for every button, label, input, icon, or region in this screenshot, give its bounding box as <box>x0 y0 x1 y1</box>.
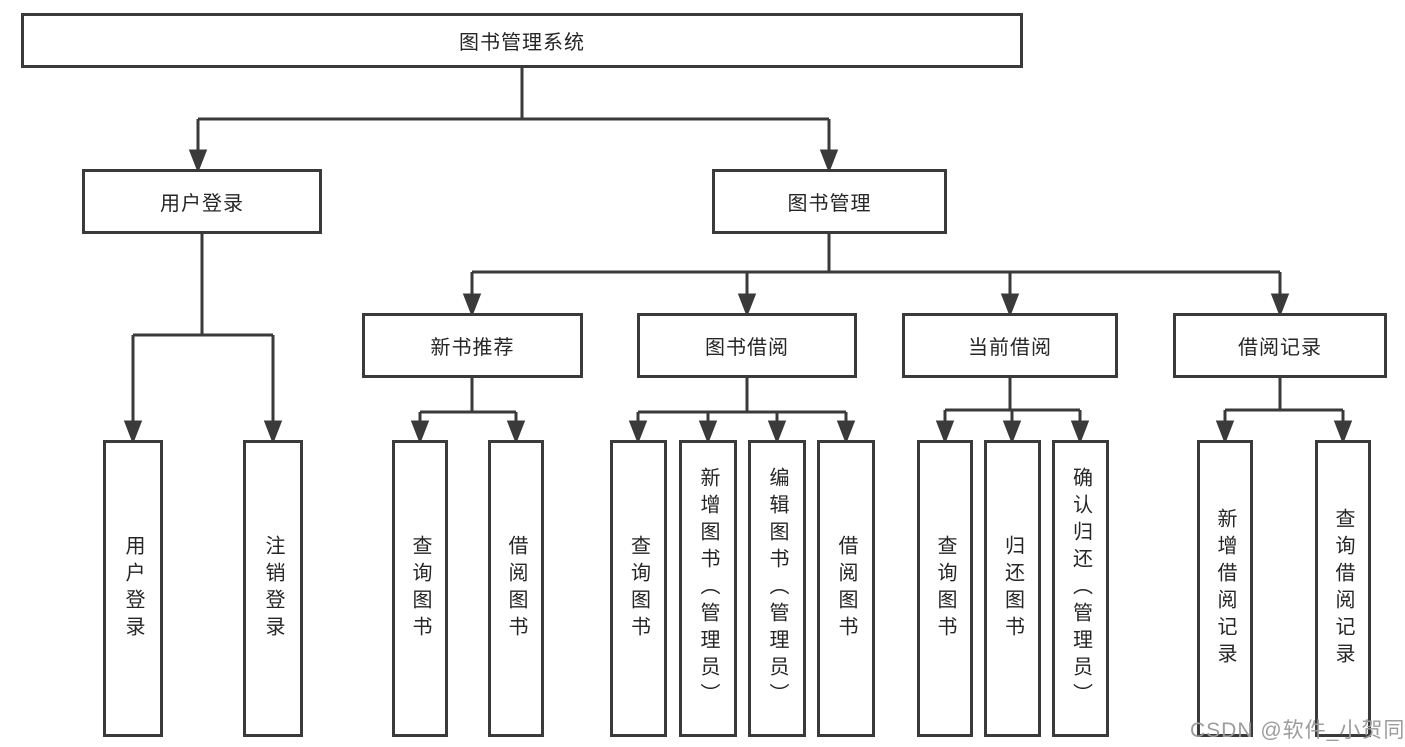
arrow-icon <box>698 420 718 445</box>
leaf-logout: 注销登录 <box>243 440 303 737</box>
arrow-icon <box>188 149 208 174</box>
arrow-icon <box>628 420 648 445</box>
leaf-cb-confirm-return-admin: 确认归还（管理员） <box>1052 440 1109 737</box>
node-borrow-records: 借阅记录 <box>1173 313 1387 378</box>
leaf-logout-label: 注销登录 <box>262 534 284 643</box>
arrow-icon <box>1000 293 1020 318</box>
connector-user-login <box>123 234 283 445</box>
leaf-cb-return-books-label: 归还图书 <box>1001 534 1024 643</box>
leaf-cb-query-books-label: 查询图书 <box>934 534 956 643</box>
node-user-login-label: 用户登录 <box>160 193 244 215</box>
leaf-bb-edit-books-admin-label: 编辑图书（管理员） <box>766 467 788 710</box>
connector-new-books <box>410 378 526 445</box>
connector-borrow-records <box>1215 378 1353 445</box>
leaf-bb-borrow-books: 借阅图书 <box>817 440 875 737</box>
arrow-icon <box>1070 420 1090 445</box>
leaf-bb-edit-books-admin: 编辑图书（管理员） <box>748 440 806 737</box>
node-root: 图书管理系统 <box>21 13 1023 68</box>
csdn-watermark: CSDN @软件_小贺同学 <box>1190 719 1405 742</box>
arrow-icon <box>767 420 787 445</box>
node-borrow-records-label: 借阅记录 <box>1238 337 1322 359</box>
leaf-bb-borrow-books-label: 借阅图书 <box>835 534 857 643</box>
arrow-icon <box>1270 293 1290 318</box>
arrow-icon <box>1215 420 1235 445</box>
arrow-icon <box>935 420 955 445</box>
leaf-br-add-record: 新增借阅记录 <box>1197 440 1253 737</box>
arrow-icon <box>506 420 526 445</box>
leaf-bb-query-books: 查询图书 <box>610 440 667 737</box>
leaf-nb-query-books: 查询图书 <box>392 440 448 737</box>
arrow-icon <box>1333 420 1353 445</box>
leaf-cb-confirm-return-admin-label: 确认归还（管理员） <box>1069 467 1092 710</box>
leaf-bb-add-books-admin-label: 新增图书（管理员） <box>697 467 719 710</box>
arrow-icon <box>263 420 283 445</box>
leaf-br-add-record-label: 新增借阅记录 <box>1214 507 1236 670</box>
node-new-book-recommend: 新书推荐 <box>362 313 583 378</box>
node-root-label: 图书管理系统 <box>459 32 585 54</box>
node-book-borrow: 图书借阅 <box>637 313 857 378</box>
arrow-icon <box>819 149 839 174</box>
connector-current-borrow <box>935 378 1090 445</box>
leaf-user-login: 用户登录 <box>103 440 163 737</box>
arrow-icon <box>462 293 482 318</box>
node-book-management-label: 图书管理 <box>787 193 872 215</box>
connector-book-borrow <box>628 378 856 445</box>
leaf-nb-query-books-label: 查询图书 <box>409 534 431 643</box>
arrow-icon <box>410 420 430 445</box>
connector-root-to-level2 <box>188 68 839 174</box>
connector-book-mgmt-to-level3 <box>462 234 1290 318</box>
leaf-user-login-label: 用户登录 <box>122 534 144 643</box>
node-user-login: 用户登录 <box>82 169 322 234</box>
leaf-bb-query-books-label: 查询图书 <box>627 534 650 643</box>
leaf-br-query-record: 查询借阅记录 <box>1315 440 1371 737</box>
arrow-icon <box>737 293 757 318</box>
arrow-icon <box>1002 420 1022 445</box>
node-book-management: 图书管理 <box>712 169 947 234</box>
leaf-nb-borrow-books-label: 借阅图书 <box>505 534 527 643</box>
leaf-cb-query-books: 查询图书 <box>917 440 973 737</box>
node-new-book-recommend-label: 新书推荐 <box>430 337 515 359</box>
node-current-borrow: 当前借阅 <box>902 313 1118 378</box>
arrow-icon <box>836 420 856 445</box>
leaf-cb-return-books: 归还图书 <box>984 440 1041 737</box>
leaf-bb-add-books-admin: 新增图书（管理员） <box>679 440 737 737</box>
leaf-nb-borrow-books: 借阅图书 <box>488 440 544 737</box>
arrow-icon <box>123 420 143 445</box>
node-book-borrow-label: 图书借阅 <box>705 337 789 359</box>
node-current-borrow-label: 当前借阅 <box>968 337 1052 359</box>
leaf-br-query-record-label: 查询借阅记录 <box>1332 507 1354 670</box>
